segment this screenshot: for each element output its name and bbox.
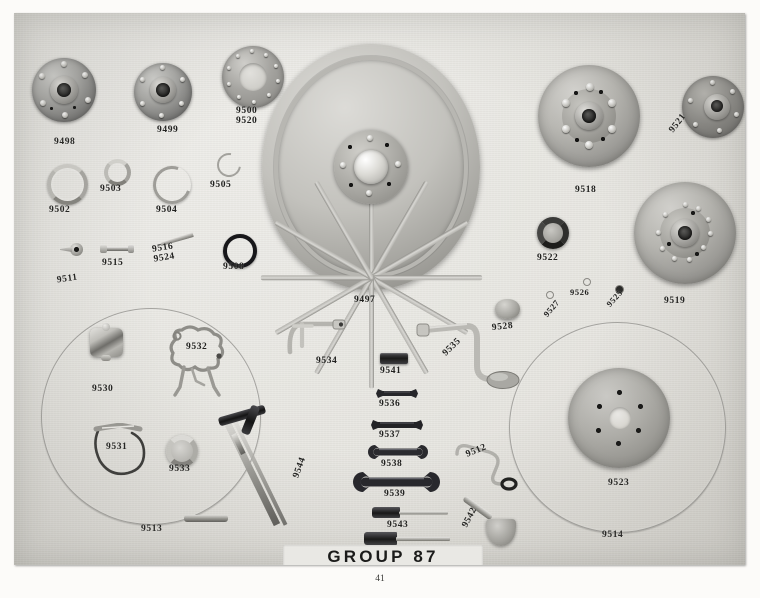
part-9537 [371,418,423,437]
label-9518: 9518 [575,185,596,196]
label-9515: 9515 [102,258,123,269]
label-9536: 9536 [379,399,400,410]
label-9522: 9522 [537,253,558,264]
label-9505: 9505 [210,180,231,191]
part-9530 [88,323,125,361]
photo-vignette [14,13,745,565]
wire-clip-9531 [93,422,146,476]
tire-fork-9534 [287,319,346,355]
label-9539: 9539 [384,489,405,500]
wrench-9536 [376,389,418,398]
part-9534 [286,316,352,361]
part-9508 [223,234,257,268]
part-9525 [615,285,624,294]
label-9523: 9523 [608,478,629,489]
page-number: 41 [375,574,385,584]
part-9514 [509,322,726,533]
wrench-9539 [353,472,440,492]
part-9498 [32,58,96,122]
part-9531 [90,422,156,484]
part-9540 [380,353,408,364]
wrench-9537 [371,420,423,430]
group-label-band: GROUP 87 [283,545,483,565]
part-9522 [537,217,569,249]
label-9519: 9519 [664,296,685,307]
part-9502 [47,164,88,205]
part-9519 [634,182,736,284]
label-9508: 9508 [223,262,244,273]
label-9540: 9541 [380,366,401,377]
screwdriver-blade [399,511,448,514]
part-9538 [365,443,431,466]
label-9503: 9503 [100,184,121,195]
label-9538: 9538 [381,459,402,470]
part-9518 [538,65,640,167]
label-9530: 9530 [92,384,113,395]
part-9500-9520 [222,46,284,108]
label-9498: 9498 [54,137,75,148]
label-9534: 9534 [316,356,337,367]
part-9544 [184,403,342,548]
jack-base [184,515,228,522]
part-9543 [372,507,448,518]
part-9533 [166,435,198,467]
label-9499: 9499 [157,125,178,136]
label-9514: 9514 [602,530,623,541]
label-9500-9520: 9500 9520 [236,106,257,127]
label-9502: 9502 [49,205,70,216]
part-9521 [682,76,744,138]
bent-wire-9512 [455,443,518,491]
label-9543: 9543 [387,520,408,531]
part-9527 [546,291,554,299]
screwdriver-handle [364,532,397,545]
label-9531: 9531 [106,442,127,453]
parts-photograph-plate: 9498 9499 [14,13,745,565]
part-9503 [104,159,131,186]
screwdriver-blade [396,536,450,541]
part-9513 [41,308,261,525]
label-9526: 9526 [570,288,589,297]
label-9497: 9497 [354,295,375,306]
part-9535 [415,316,525,401]
part-9523 [568,368,670,468]
wrench-9538 [368,445,428,459]
group-label-text: GROUP 87 [327,546,439,566]
crank-9535 [416,322,520,389]
label-9532: 9532 [186,342,207,353]
part-9512 [453,438,527,497]
part-9539 [349,470,444,499]
part-9526 [583,278,591,286]
part-9497 [260,44,482,389]
part-9515 [100,245,134,253]
part-9542 [364,532,450,545]
label-9537: 9537 [379,430,400,441]
part-9536 [376,387,418,405]
label-9504: 9504 [156,205,177,216]
label-9533: 9533 [169,464,190,475]
label-9513: 9513 [141,524,162,535]
screwdriver-handle [372,507,400,518]
part-9511 [60,243,88,257]
bracket-outline-9532 [169,325,225,397]
part-9528 [495,299,520,319]
wheel-cap-nut [354,150,388,184]
part-9532 [162,325,230,402]
part-9499 [134,63,192,121]
